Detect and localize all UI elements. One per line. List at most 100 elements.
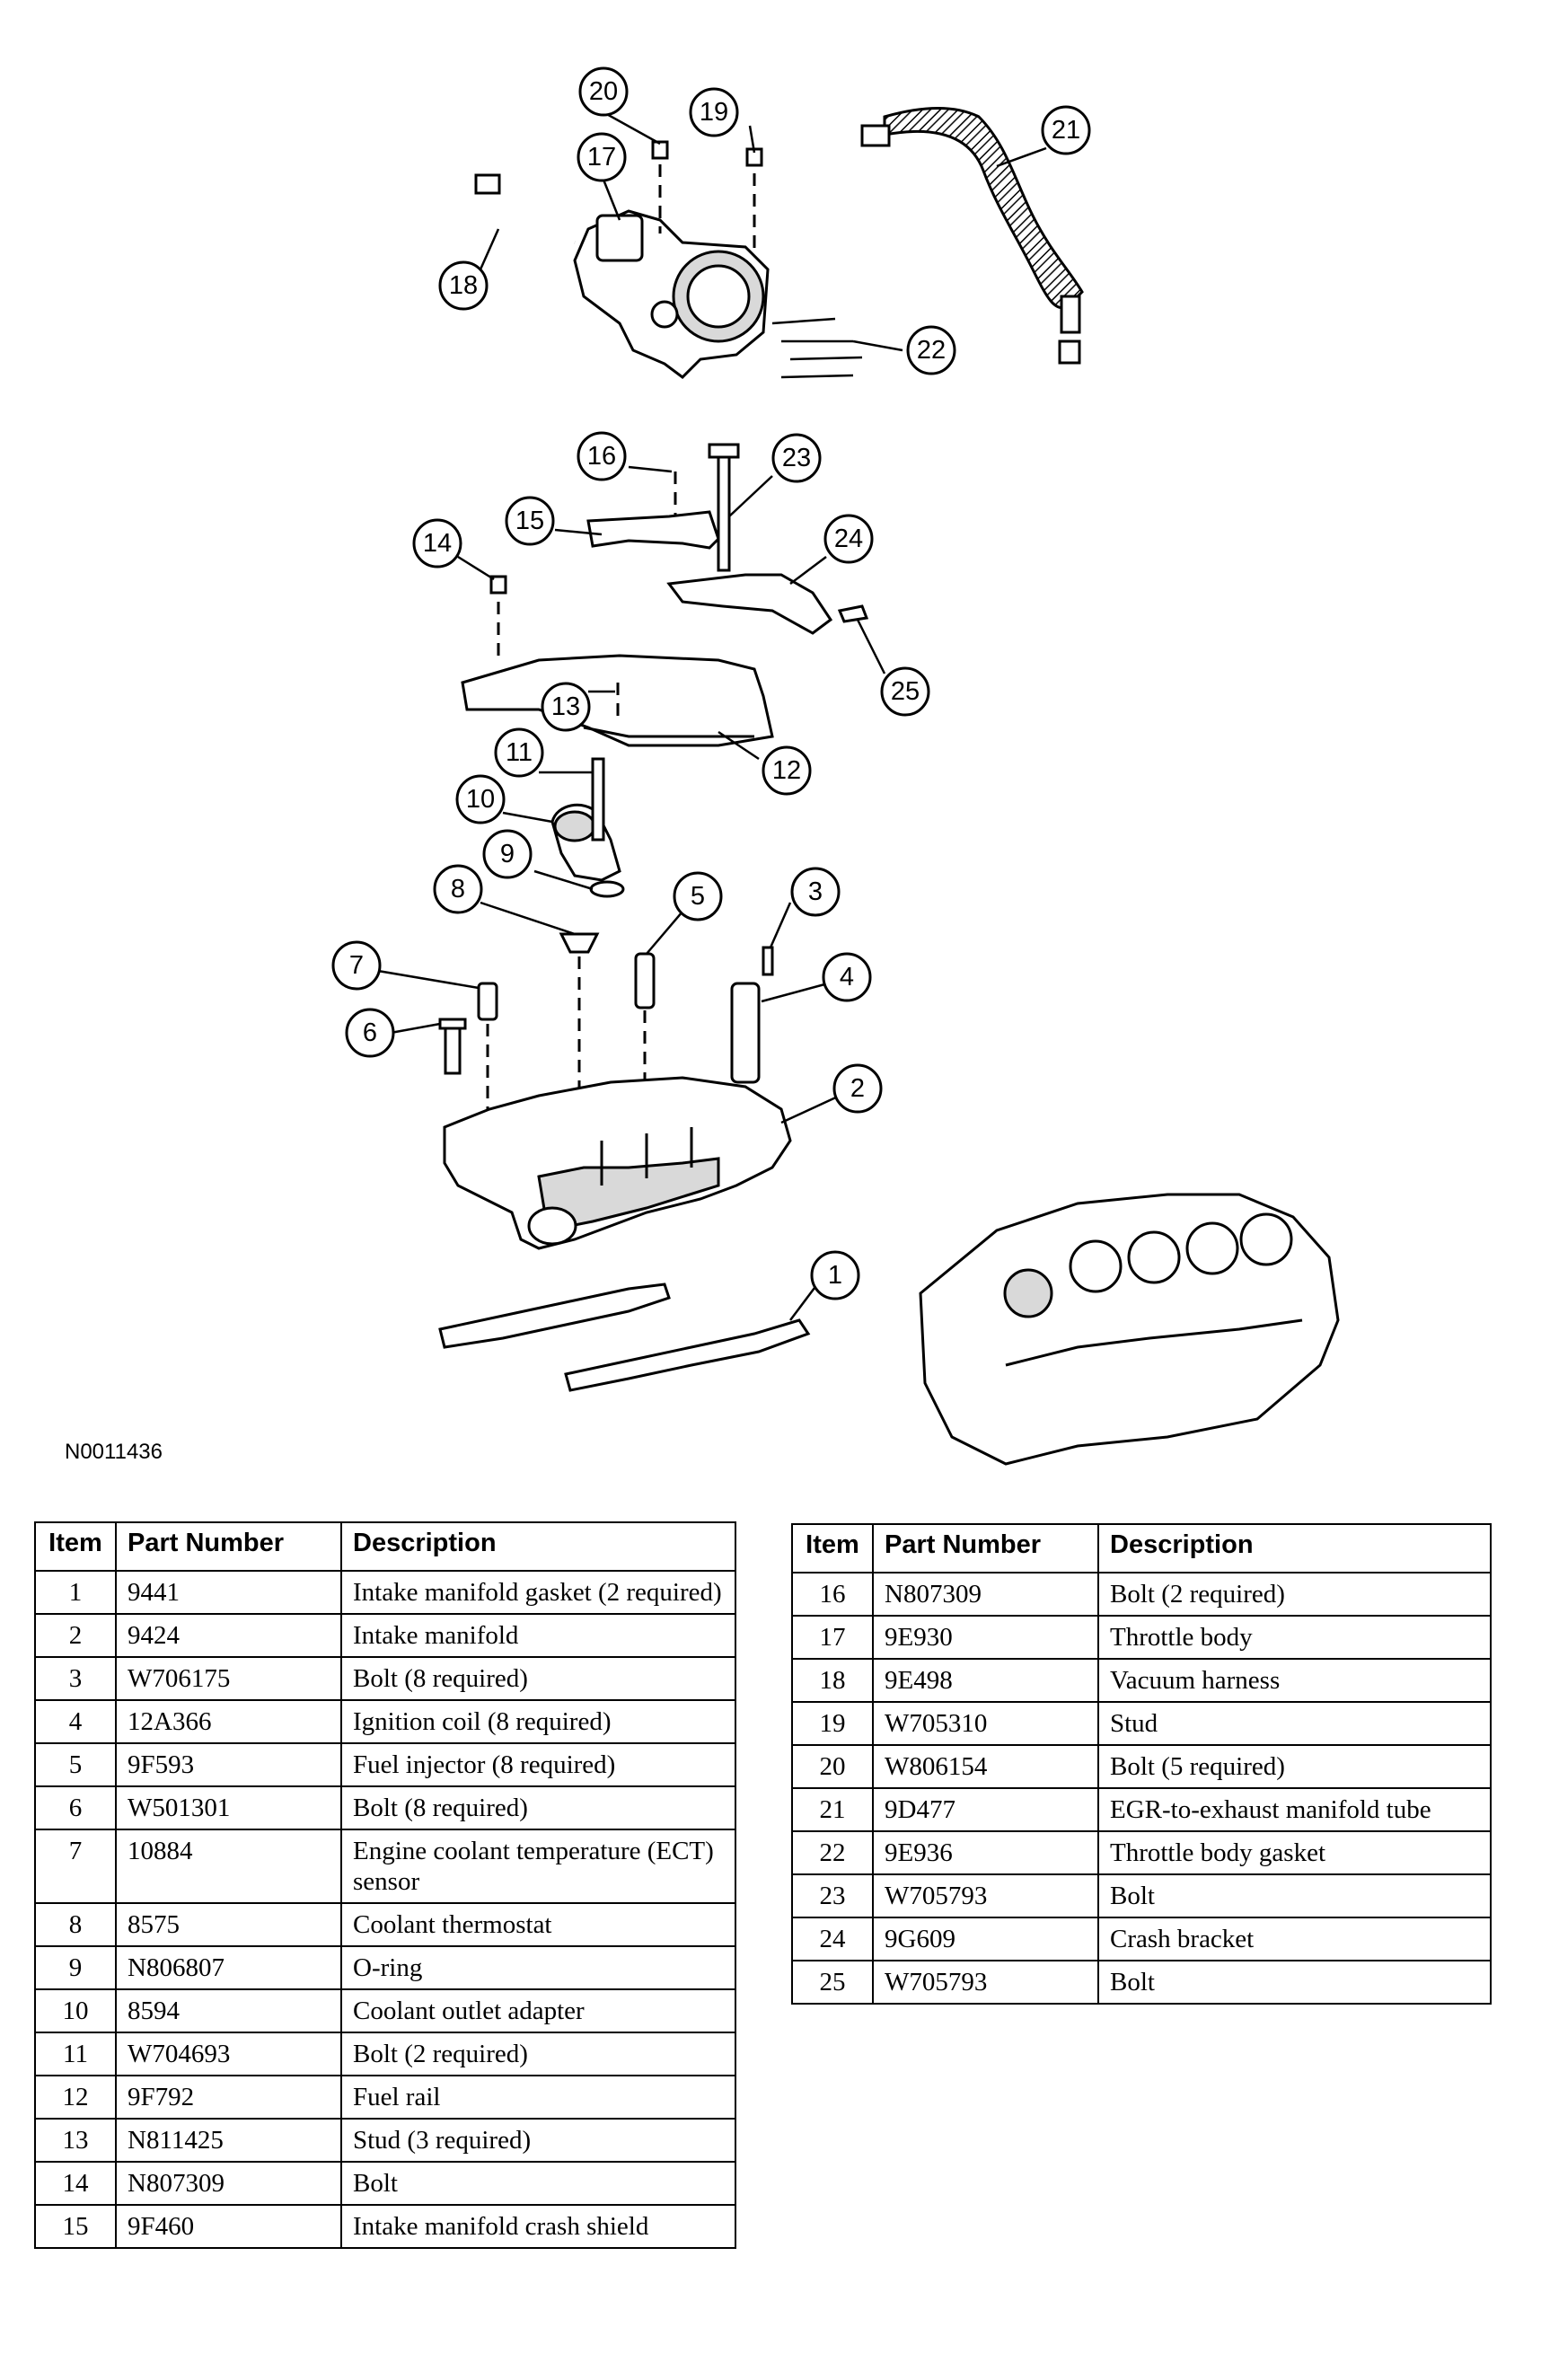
callout-2: 2 [832, 1063, 883, 1114]
ignition-coil-part [730, 946, 774, 1123]
callout-15: 15 [505, 496, 555, 546]
cell-part-number: N811425 [115, 2118, 342, 2163]
cell-item: 19 [791, 1701, 874, 1746]
svg-text:9: 9 [500, 840, 515, 868]
callout-22: 22 [906, 325, 956, 375]
cell-part-number: W705793 [872, 1873, 1099, 1918]
cell-description: Ignition coil (8 required) [340, 1699, 736, 1744]
fuel-rail-part [461, 575, 774, 747]
column-header-part-number: Part Number [872, 1523, 1099, 1573]
thermostat-part [559, 932, 600, 1132]
crash-shield-part [586, 472, 720, 550]
callout-3: 3 [790, 867, 841, 917]
svg-text:23: 23 [782, 444, 811, 472]
cell-part-number: 9F792 [115, 2075, 342, 2120]
cell-item: 14 [34, 2161, 117, 2206]
cell-part-number: 9E498 [872, 1658, 1099, 1703]
cell-description: Bolt (8 required) [340, 1656, 736, 1701]
callout-5: 5 [673, 871, 723, 921]
svg-text:6: 6 [363, 1018, 377, 1047]
svg-text:24: 24 [834, 524, 863, 553]
column-header-item: Item [34, 1521, 117, 1572]
cell-description: Coolant outlet adapter [340, 1988, 736, 2033]
svg-text:7: 7 [349, 951, 364, 980]
cell-description: Stud (3 required) [340, 2118, 736, 2163]
cell-item: 11 [34, 2032, 117, 2076]
cell-item: 21 [791, 1787, 874, 1832]
callout-23: 23 [771, 433, 822, 483]
callout-25: 25 [880, 666, 930, 717]
cell-item: 13 [34, 2118, 117, 2163]
cell-item: 5 [34, 1742, 117, 1787]
callout-12: 12 [762, 745, 812, 796]
callout-20: 20 [578, 66, 629, 117]
cell-part-number: 9441 [115, 1570, 342, 1615]
intake-manifold-gasket-part [438, 1283, 811, 1392]
throttle-body-part [573, 209, 770, 379]
cell-item: 22 [791, 1830, 874, 1875]
svg-text:19: 19 [700, 98, 728, 127]
cell-description: Fuel rail [340, 2075, 736, 2120]
svg-text:4: 4 [840, 963, 854, 992]
cell-part-number: W704693 [115, 2032, 342, 2076]
cell-part-number: W705310 [872, 1701, 1099, 1746]
cell-description: Engine coolant temperature (ECT) sensor [340, 1829, 736, 1904]
cell-item: 15 [34, 2204, 117, 2249]
callout-1: 1 [810, 1250, 860, 1300]
callout-21: 21 [1041, 105, 1091, 155]
cell-description: EGR-to-exhaust manifold tube [1097, 1787, 1492, 1832]
cell-part-number: W501301 [115, 1785, 342, 1830]
callout-8: 8 [433, 864, 483, 914]
cell-item: 16 [791, 1572, 874, 1617]
cell-item: 20 [791, 1744, 874, 1789]
cell-description: Intake manifold crash shield [340, 2204, 736, 2249]
engine-block-locator-image [919, 1193, 1340, 1466]
callout-19: 19 [689, 87, 739, 137]
cell-description: Throttle body gasket [1097, 1830, 1492, 1875]
callout-16: 16 [577, 431, 627, 481]
svg-text:2: 2 [850, 1074, 865, 1103]
callout-13: 13 [541, 682, 591, 732]
cell-description: Bolt (8 required) [340, 1785, 736, 1830]
cell-item: 23 [791, 1873, 874, 1918]
callout-14: 14 [412, 518, 462, 569]
column-header-item: Item [791, 1523, 874, 1573]
cell-part-number: 9E936 [872, 1830, 1099, 1875]
svg-text:22: 22 [917, 336, 946, 365]
callout-7: 7 [331, 940, 382, 991]
svg-text:14: 14 [423, 529, 452, 558]
cell-part-number: N806807 [115, 1945, 342, 1990]
callout-11: 11 [494, 727, 544, 778]
cell-part-number: 9F593 [115, 1742, 342, 1787]
fuel-injector-part [634, 952, 656, 1096]
vacuum-harness-part [474, 173, 576, 246]
cell-part-number: 9G609 [872, 1917, 1099, 1961]
svg-text:8: 8 [451, 875, 465, 904]
column-header-part-number: Part Number [115, 1521, 342, 1572]
svg-text:15: 15 [515, 507, 544, 535]
svg-text:20: 20 [589, 77, 618, 106]
ect-sensor-part [477, 982, 498, 1123]
cell-description: Intake manifold [340, 1613, 736, 1658]
cell-description: Coolant thermostat [340, 1902, 736, 1947]
svg-text:3: 3 [808, 877, 823, 906]
callout-24: 24 [823, 514, 874, 564]
cell-description: Intake manifold gasket (2 required) [340, 1570, 736, 1615]
svg-text:17: 17 [587, 143, 616, 172]
coolant-outlet-adapter-part [550, 757, 621, 882]
cell-item: 4 [34, 1699, 117, 1744]
